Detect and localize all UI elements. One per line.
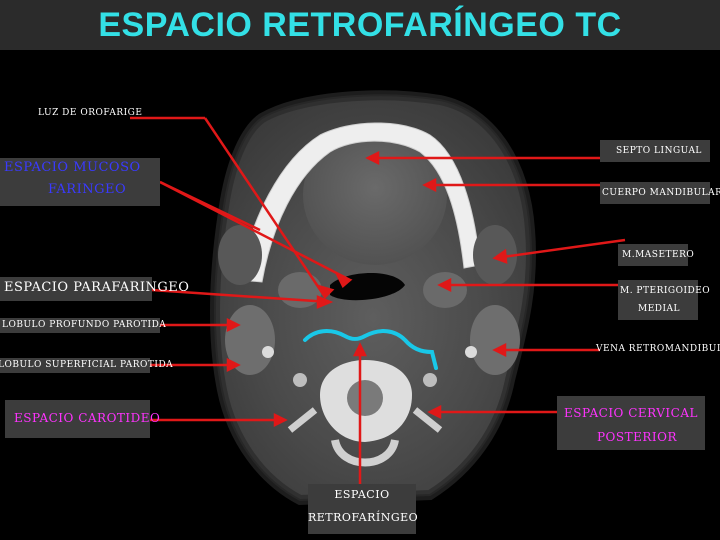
label-box-cuerpo-mandibular: CUERPO MANDIBULAR: [600, 182, 720, 204]
label-pterigoideo-line1: M. PTERIGOIDEO: [620, 286, 711, 296]
label-box-espacio-cervical: ESPACIO CERVICAL POSTERIOR: [557, 396, 705, 450]
label-espacio-retrofaringeo-line2: RETROFARÍNGEO: [308, 511, 419, 524]
ct-scan-image: [130, 90, 626, 506]
label-box-lobulo-superficial: LOBULO SUPERFICIAL PAROTIDA: [0, 358, 173, 373]
label-espacio-mucoso-line1: ESPACIO MUCOSO: [4, 160, 141, 175]
label-pterigoideo-line2: MEDIAL: [638, 304, 681, 314]
annotation-arrows: [130, 116, 626, 485]
label-vena-retromandibular: VENA RETROMANDIBULAR: [596, 344, 720, 354]
label-cuerpo-mandibular: CUERPO MANDIBULAR: [602, 188, 720, 198]
label-vena-retromandibular-text: VENA RETROMANDIBULAR: [596, 344, 720, 354]
label-luz-orofaringe: LUZ DE OROFARIGE: [38, 108, 143, 118]
label-espacio-cervical-line2: POSTERIOR: [596, 430, 678, 444]
label-box-septo-lingual: SEPTO LINGUAL: [600, 140, 710, 162]
slide-title: ESPACIO RETROFARÍNGEO TC: [98, 6, 622, 44]
label-lobulo-superficial: LOBULO SUPERFICIAL PAROTIDA: [0, 360, 174, 370]
tongue: [303, 125, 447, 265]
label-espacio-mucoso-line2: FARINGEO: [48, 182, 127, 197]
label-espacio-cervical-line1: ESPACIO CERVICAL: [564, 406, 698, 420]
label-box-masetero: M.MASETERO: [618, 244, 694, 266]
label-espacio-carotideo: ESPACIO CAROTIDEO: [14, 411, 161, 425]
title-bar: [0, 0, 720, 50]
label-box-espacio-retrofaringeo: ESPACIO RETROFARÍNGEO: [308, 484, 419, 534]
label-espacio-parafaringeo: ESPACIO PARAFARINGEO: [4, 280, 190, 295]
label-box-espacio-carotideo: ESPACIO CAROTIDEO: [5, 400, 160, 438]
label-box-espacio-parafaringeo: ESPACIO PARAFARINGEO: [0, 277, 189, 301]
label-box-espacio-mucoso: ESPACIO MUCOSO FARINGEO: [0, 158, 160, 206]
label-espacio-retrofaringeo-line1: ESPACIO: [334, 488, 390, 501]
label-lobulo-profundo: LOBULO PROFUNDO PAROTIDA: [2, 320, 167, 330]
label-septo-lingual: SEPTO LINGUAL: [616, 146, 702, 156]
label-box-lobulo-profundo: LOBULO PROFUNDO PAROTIDA: [0, 318, 166, 333]
label-box-pterigoideo: M. PTERIGOIDEO MEDIAL: [618, 280, 710, 320]
retropharyngeal-outline: [303, 329, 438, 370]
label-masetero: M.MASETERO: [622, 250, 695, 260]
